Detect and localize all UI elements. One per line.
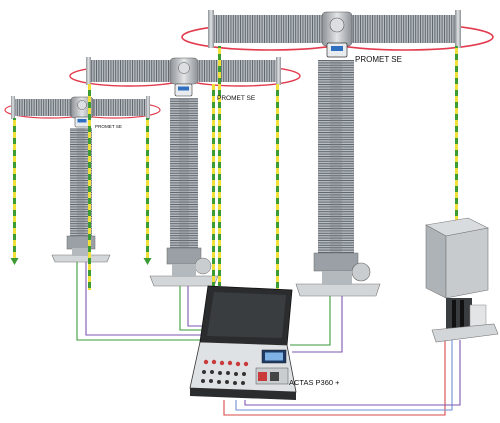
breaker-medium-label: PROMET SE (217, 95, 256, 102)
earthing-leads (10, 46, 458, 290)
breaker-small (4, 96, 161, 263)
earth-ground-icon (143, 258, 152, 265)
breaker-large (181, 10, 494, 297)
interrupter-left-large (213, 15, 325, 43)
breaker-medium (69, 57, 301, 287)
column-large (318, 60, 354, 255)
control-cabinet-icon (425, 217, 499, 343)
interrupter-right-large (350, 15, 457, 43)
breaker-small-label: PROMET SE (95, 124, 122, 129)
breaker-large-label: PROMET SE (355, 55, 402, 64)
signal-cables (76, 262, 461, 416)
earth-ground-icon (10, 258, 19, 265)
actas-tester-icon (189, 285, 297, 400)
base-platform-large (295, 283, 381, 297)
tester-label: ACTAS P360 + (289, 378, 340, 387)
